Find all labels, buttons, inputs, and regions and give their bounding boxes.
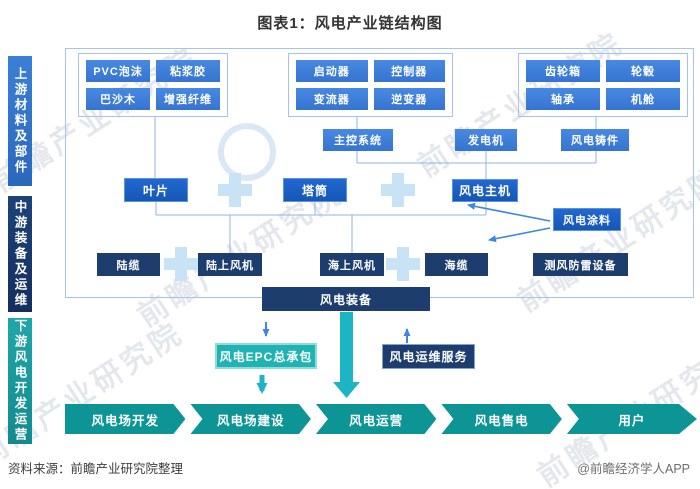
stage-bar-midstream: 中游装备及运维: [8, 196, 32, 312]
node-blade: 叶片: [124, 178, 188, 202]
group-electrical-control: 启动器 控制器 变流器 逆变器: [288, 53, 453, 117]
node-main-control-system: 主控系统: [323, 129, 393, 151]
component-box: 启动器: [296, 60, 368, 82]
chevron-segment-electricity-sale: 风电售电: [441, 404, 561, 434]
node-epc-contracting: 风电EPC总承包: [215, 343, 317, 369]
node-sea-cable: 海缆: [425, 253, 488, 276]
chevron-segment-construction: 风电场建设: [190, 404, 310, 434]
component-box: 逆变器: [373, 88, 445, 110]
chevron-segment-development: 风电场开发: [65, 404, 185, 434]
node-wind-measurement-lightning-equipment: 测风防雷设备: [533, 253, 628, 276]
chart-title: 图表1：风电产业链结构图: [257, 15, 443, 32]
source-note: 资料来源：前瞻产业研究院整理: [8, 462, 184, 476]
node-wind-castings: 风电铸件: [561, 129, 629, 151]
node-tower: 塔筒: [283, 178, 347, 202]
node-onshore-turbine: 陆上风机: [198, 253, 262, 276]
stage-bar-downstream: 下游风电开发运营: [8, 318, 32, 444]
component-box: 齿轮箱: [526, 60, 600, 82]
component-box: 巴沙木: [86, 88, 150, 110]
node-wind-coatings: 风电涂料: [553, 208, 621, 231]
node-main-unit: 风电主机: [452, 179, 518, 202]
component-box: 轮毂: [606, 60, 680, 82]
component-box: 增强纤维: [156, 88, 220, 110]
node-generator: 发电机: [455, 129, 517, 151]
component-box: 机舱: [606, 88, 680, 110]
chevron-segment-operation: 风电运营: [316, 404, 436, 434]
component-box: 变流器: [296, 88, 368, 110]
group-drivetrain: 齿轮箱 轮毂 轴承 机舱: [518, 53, 688, 117]
node-om-service: 风电运维服务: [382, 344, 475, 369]
node-offshore-turbine: 海上风机: [320, 253, 384, 276]
group-blade-materials: PVC泡沫 粘浆胶 巴沙木 增强纤维: [78, 53, 228, 117]
component-box: 粘浆胶: [156, 60, 220, 82]
node-land-cable: 陆缆: [97, 253, 160, 276]
node-wind-equipment: 风电装备: [262, 287, 430, 311]
stage-bar-upstream: 上游材料及部件: [8, 56, 32, 186]
app-credit: @前瞻经济学人APP: [577, 462, 690, 476]
chevron-segment-user: 用户: [567, 404, 697, 434]
arrow-equipment-to-flow-icon: [333, 312, 360, 398]
component-box: 控制器: [373, 60, 445, 82]
process-flow-chevron: 风电场开发 风电场建设 风电运营 风电售电 用户: [65, 404, 697, 434]
component-box: PVC泡沫: [86, 60, 150, 82]
component-box: 轴承: [526, 88, 600, 110]
